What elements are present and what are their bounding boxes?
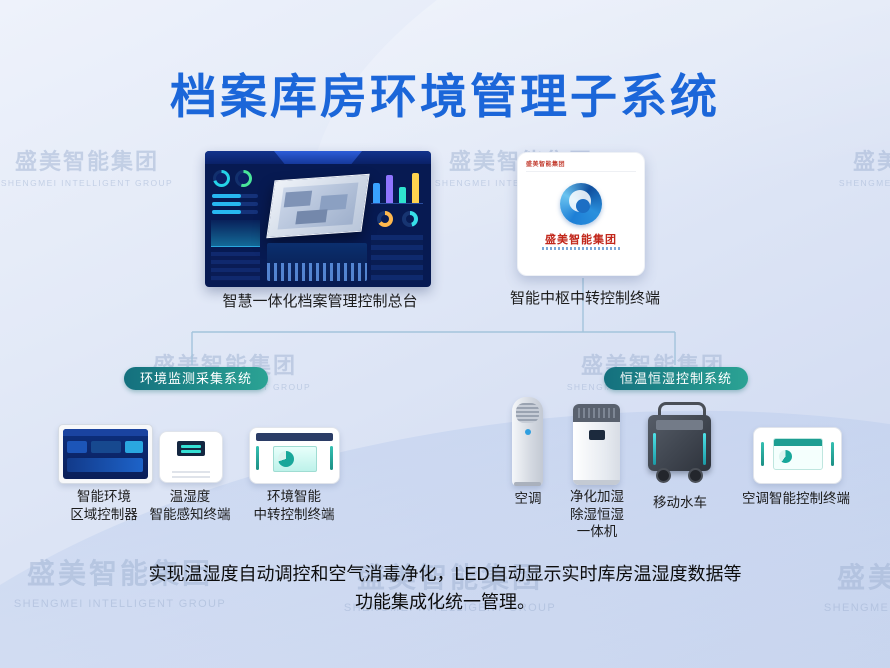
hub-brand-en-line (542, 247, 620, 250)
room-shelf (319, 194, 348, 211)
device-header (256, 433, 333, 441)
dashboard-progress-bar (212, 202, 258, 206)
screen-widget (91, 441, 121, 453)
description-line-1: 实现温湿度自动调控和空气消毒净化，LED自动显示实时库房温湿度数据等 (148, 564, 742, 584)
watermark-cn: 盛美智能集团 (14, 149, 159, 174)
hub-divider (526, 171, 636, 172)
dashboard-progress-bar (212, 210, 258, 214)
watermark-cn: 盛美智能集团 (852, 149, 890, 174)
dashboard-data-list (211, 252, 260, 281)
device-label-temp-humidity: 温湿度 智能感知终端 (149, 489, 231, 522)
device-temp-humidity-sensor-image (159, 431, 223, 483)
device-screen (272, 446, 317, 472)
description-line-2: 功能集成化统一管理。 (355, 592, 535, 612)
device-water-cart-image (648, 402, 711, 483)
dashboard-data-list (371, 235, 423, 281)
ac-base (514, 482, 541, 486)
cart-accent (653, 433, 656, 465)
device-ac-control-terminal-image (753, 427, 842, 484)
device-label-zone-controller: 智能环境 区域控制器 (70, 489, 138, 522)
purifier-base (573, 480, 620, 485)
watermark: 盛美智能集团 SHENGMEI INTELLIGENT GROUP (0, 144, 182, 188)
screen-widget (125, 441, 143, 453)
hub-mini-brand: 盛美智能集团 (526, 162, 566, 168)
watermark-en: SHENGMEI INTELLIGENT GROUP (0, 178, 174, 188)
dashboard-bar-chart (371, 169, 423, 204)
device-purifier-image (573, 404, 620, 485)
device-screen (63, 429, 148, 479)
dashboard-progress-bar (212, 194, 258, 198)
purifier-top (573, 404, 620, 422)
brand-logo-icon (560, 183, 602, 225)
device-env-relay-terminal-image (249, 427, 340, 484)
device-accent (831, 442, 834, 466)
purifier-screen (588, 430, 605, 440)
device-screen (177, 441, 205, 456)
device-label-ac: 空调 (514, 491, 542, 506)
cart-body (648, 415, 711, 471)
cart-accent (703, 433, 706, 465)
dashboard-gauge (213, 170, 230, 187)
device-label-env-relay: 环境智能 中转控制终端 (253, 489, 335, 522)
watermark: 盛美智能集团 SHENGMEI INTELLIGENT GROUP (830, 144, 890, 188)
bar (399, 187, 406, 203)
group-label-hvac: 恒温恒湿控制系统 (604, 367, 749, 390)
device-air-conditioner-image (512, 397, 543, 486)
cart-handle (658, 402, 706, 421)
watermark-en: SHENGMEI INTELLIGENT GROUP (838, 178, 890, 188)
dashboard-gauge (235, 170, 252, 187)
page-title: 档案库房环境管理子系统 (170, 70, 720, 123)
group-label-monitoring: 环境监测采集系统 (124, 367, 269, 390)
ac-vent (516, 403, 539, 423)
device-accent (256, 446, 259, 470)
device-accent (330, 446, 333, 470)
screen-widget (67, 441, 87, 453)
device-accent (761, 442, 764, 466)
screen-widget (67, 458, 143, 472)
dashboard-donut (377, 211, 393, 227)
room-shelf (295, 209, 328, 225)
dashboard-photo-strip (267, 243, 367, 281)
cart-panel (656, 420, 703, 430)
device-vent (172, 471, 210, 473)
room-shelf (283, 190, 313, 208)
hub-label: 智能中枢中转控制终端 (509, 290, 660, 307)
device-label-ac-terminal: 空调智能控制终端 (742, 491, 850, 506)
hub-brand-text: 盛美智能集团 (545, 234, 617, 246)
device-screen (772, 438, 823, 470)
cart-wheel (656, 468, 671, 483)
console-label: 智慧一体化档案管理控制总台 (222, 293, 418, 310)
device-zone-controller-image (58, 424, 153, 484)
ac-display (524, 429, 531, 435)
hub-terminal-image: 盛美智能集团 盛美智能集团 (517, 152, 645, 276)
dashboard-3d-room (266, 173, 370, 239)
bar (373, 183, 380, 203)
console-dashboard-image (205, 151, 431, 287)
dashboard-donut (402, 211, 418, 227)
purifier-vent (578, 408, 615, 418)
device-label-water-cart: 移动水车 (653, 495, 707, 510)
cart-wheel (688, 468, 703, 483)
device-label-purifier: 净化加湿 除湿恒湿 一体机 (570, 489, 624, 540)
screen-header (63, 429, 148, 436)
bar (386, 175, 393, 203)
dashboard-area-chart (211, 220, 260, 247)
bar (412, 173, 419, 203)
dashboard-header-title (274, 151, 362, 164)
dashboard-header (205, 151, 431, 164)
